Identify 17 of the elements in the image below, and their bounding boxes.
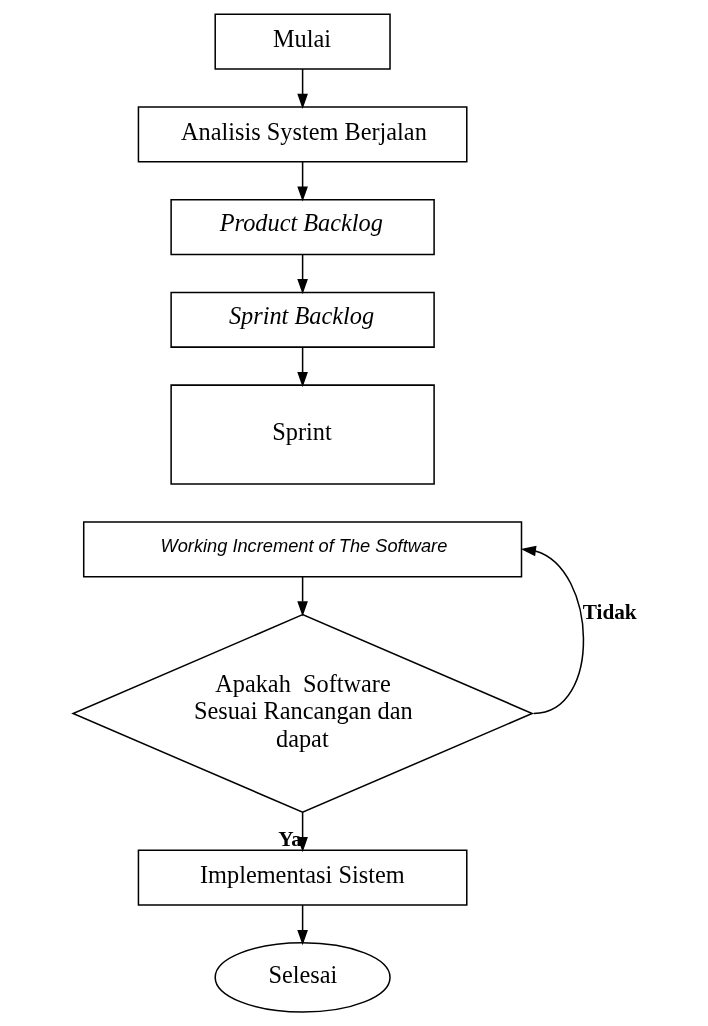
arrow xyxy=(296,68,308,109)
arrow xyxy=(296,575,308,617)
node-ellipse: Selesai xyxy=(213,942,391,1013)
node-box: Sprint xyxy=(169,384,435,485)
node-box: Sprint Backlog xyxy=(169,291,435,348)
arrow xyxy=(296,161,308,202)
node-diamond: Apakah Software Sesuai Rancangan dan dapat xyxy=(70,613,534,814)
arrow xyxy=(296,904,308,946)
node-box: Analisis System Berjalan xyxy=(137,106,468,163)
arrow xyxy=(296,346,308,388)
arrow xyxy=(520,545,584,715)
node-box: Mulai xyxy=(213,13,391,70)
node-box: Product Backlog xyxy=(169,198,435,256)
arrow xyxy=(296,253,308,295)
node-box: Implementasi Sistem xyxy=(137,849,468,906)
edge-label: Tidak xyxy=(582,599,637,624)
node-box: Working Increment of The Software xyxy=(82,521,522,578)
